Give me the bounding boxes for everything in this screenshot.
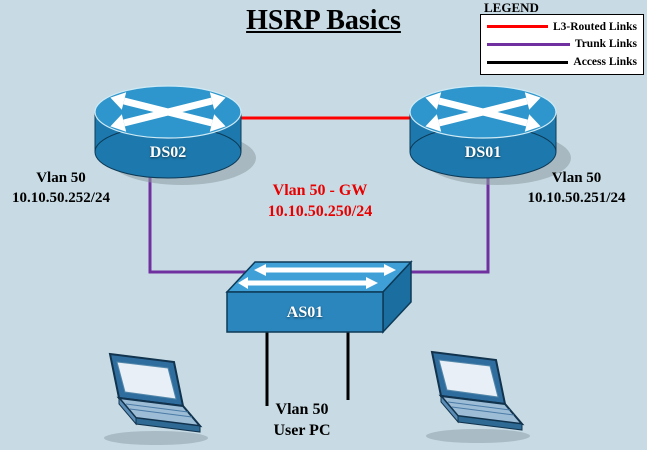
trunk-link-ds02-as01 [148, 165, 248, 274]
legend-label: Trunk Links [574, 38, 637, 51]
device-label-ds01: DS01 [464, 144, 502, 161]
user-pc-right-laptop-icon [425, 351, 531, 444]
vlan-gateway-label: Vlan 50 - GW 10.10.50.250/24 [238, 181, 402, 223]
vlan-right-ip: 10.10.50.251/24 [527, 189, 626, 206]
vlan-left-line1: Vlan 50 [36, 170, 86, 186]
legend-item-trunk: Trunk Links [487, 38, 637, 50]
legend-label: Access Links [573, 56, 637, 69]
trunk-link-ds01-as01 [404, 165, 490, 274]
access-line-sample [487, 60, 569, 64]
vlan-right-line1: Vlan 50 [551, 170, 602, 186]
device-label-as01: AS01 [286, 304, 324, 321]
legend-item-access: Access Links [487, 56, 637, 68]
page-title: HSRP Basics [246, 5, 401, 36]
legend-box: L3-Routed Links Trunk Links Access Links [480, 14, 644, 75]
user-pc-label: Vlan 50 User PC [240, 400, 364, 442]
legend-label: L3-Routed Links [552, 20, 637, 33]
legend-title: LEGEND [484, 0, 539, 15]
user-pc-line1: Vlan 50 [275, 401, 329, 418]
workgroup-switch-as01-icon [225, 260, 413, 334]
vlan-left-ip: 10.10.50.252/24 [12, 189, 110, 206]
user-pc-line2: User PC [273, 421, 331, 439]
device-label-ds02: DS02 [149, 144, 187, 161]
vlan-label-ds01: Vlan 50 10.10.50.251/24 [506, 169, 647, 208]
legend-item-l3-routed: L3-Routed Links [487, 21, 637, 33]
vlan-gw-ip: 10.10.50.250/24 [267, 202, 373, 220]
vlan-gw-line1: Vlan 50 - GW [272, 182, 368, 199]
user-pc-left-laptop-icon [103, 353, 209, 446]
trunk-line-sample [487, 42, 570, 46]
l3-routed-line-sample [487, 25, 548, 29]
vlan-label-ds02: Vlan 50 10.10.50.252/24 [0, 169, 122, 208]
